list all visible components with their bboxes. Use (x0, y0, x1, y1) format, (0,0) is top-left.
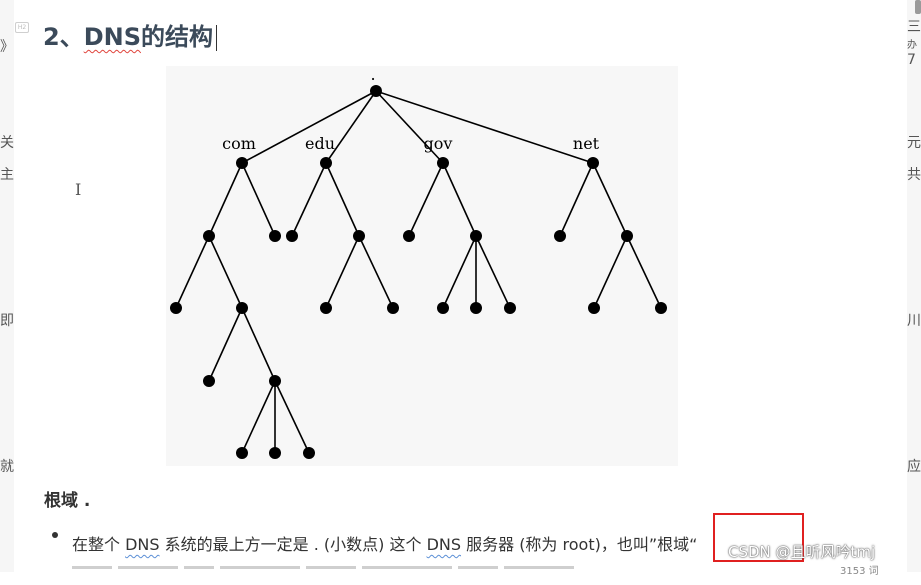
tree-edge (593, 235, 628, 309)
heading-anchor-icon[interactable]: H2 (15, 22, 29, 33)
dns-tree-diagram[interactable]: . com edu gov net (166, 65, 678, 466)
tree-edge (475, 235, 511, 309)
tree-edge (241, 307, 276, 382)
tree-node-n2 (621, 230, 633, 242)
tree-node-g2 (470, 230, 482, 242)
bullet-dns-2: DNS (426, 535, 462, 554)
bullet-dot (52, 532, 58, 538)
bullet-text-2: 系统的最上方一定是 . (小数点) 这个 (159, 535, 427, 554)
tree-edge (592, 162, 628, 237)
left-editor-gutter: 》 关 主 即 就 (0, 0, 14, 572)
tree-edge (274, 380, 310, 454)
tree-node-root (370, 85, 382, 97)
tree-edge (408, 162, 444, 237)
tree-node-c11 (170, 302, 182, 314)
tree-node-e21 (320, 302, 332, 314)
tree-node-g23 (504, 302, 516, 314)
tree-node-n21 (588, 302, 600, 314)
tree-edge (375, 90, 444, 164)
tree-edge (375, 90, 594, 164)
tree-node-com (236, 157, 248, 169)
tree-edge (208, 235, 243, 309)
tree-node-edu (320, 157, 332, 169)
gutter-glyph: 关 (0, 135, 14, 151)
tree-node-e2 (353, 230, 365, 242)
bullet-paragraph[interactable]: 在整个 DNS 系统的最上方一定是 . (小数点) 这个 DNS 服务器 (称为… (72, 531, 697, 555)
gutter-glyph: 共 (907, 167, 921, 183)
highlight-annotation-box (713, 513, 804, 562)
heading-text: 的结构 (141, 23, 213, 51)
word-count: 3153 词 (840, 566, 879, 577)
domain-label-gov: gov (424, 134, 453, 153)
tree-node-n22 (655, 302, 667, 314)
tree-node-c2 (269, 230, 281, 242)
tree-edge (442, 162, 477, 237)
domain-label-net: net (573, 134, 600, 153)
tree-edge (559, 162, 594, 237)
tree-node-c1222 (269, 447, 281, 459)
tree-node-n1 (554, 230, 566, 242)
tree-edge (325, 235, 360, 309)
section-heading[interactable]: 2、DNS的结构 (43, 17, 217, 52)
tree-node-e22 (387, 302, 399, 314)
tree-edge (208, 307, 243, 382)
gutter-glyph: 川 (907, 313, 921, 329)
gutter-glyph: 三 (907, 19, 921, 35)
tree-edge (208, 162, 243, 237)
tree-node-net (587, 157, 599, 169)
tree-edge (358, 235, 394, 309)
bullet-text-1: 在整个 (72, 535, 126, 554)
tree-node-c1 (203, 230, 215, 242)
tree-node-c1223 (303, 447, 315, 459)
tree-node-e1 (286, 230, 298, 242)
gutter-glyph: 即 (0, 313, 14, 329)
gutter-glyph: 应 (907, 459, 921, 475)
dns-tree-svg: . com edu gov net (170, 65, 667, 459)
root-domain-subheading: 根域 . (44, 491, 91, 511)
text-caret (216, 25, 217, 51)
domain-label-com: com (222, 134, 256, 153)
tree-node-gov (437, 157, 449, 169)
right-editor-gutter: 三 办 7 元 共 川 应 (907, 0, 921, 572)
next-line-peek (72, 566, 722, 572)
tree-nodes (170, 85, 667, 459)
bullet-text-3: 服务器 (称为 root)，也叫 (461, 535, 649, 554)
tree-node-c12 (236, 302, 248, 314)
tree-node-g1 (403, 230, 415, 242)
domain-label-edu: edu (305, 134, 335, 153)
tree-edge (442, 235, 477, 309)
tree-edges (175, 90, 662, 454)
scrollbar-thumb[interactable] (915, 0, 921, 14)
tree-node-g22 (470, 302, 482, 314)
tree-node-c1221 (236, 447, 248, 459)
tree-edge (325, 90, 377, 164)
tree-edge (241, 90, 377, 164)
gutter-glyph: 办 (907, 40, 917, 51)
bullet-dns-1: DNS (125, 535, 160, 554)
tree-edge (291, 162, 327, 237)
tree-node-g21 (437, 302, 449, 314)
csdn-watermark: CSDN @且听风吟tmj (728, 543, 876, 561)
gutter-glyph: 主 (0, 167, 14, 183)
heading-number: 2、 (43, 23, 84, 51)
tree-edge (241, 380, 276, 454)
tree-edge (626, 235, 662, 309)
gutter-glyph: 就 (0, 459, 14, 475)
gutter-glyph: 》 (0, 39, 14, 55)
tree-edge (325, 162, 360, 237)
heading-dns: DNS (83, 23, 141, 51)
i-beam-cursor-icon: I (75, 180, 82, 199)
gutter-glyph: 元 (907, 135, 921, 151)
gutter-glyph: 7 (907, 52, 916, 68)
root-label: . (370, 66, 375, 84)
tree-node-c122 (269, 375, 281, 387)
tree-node-c121 (203, 375, 215, 387)
tree-edge (241, 162, 276, 237)
bullet-quoted: ”根域“ (648, 535, 698, 554)
tree-edge (175, 235, 210, 309)
